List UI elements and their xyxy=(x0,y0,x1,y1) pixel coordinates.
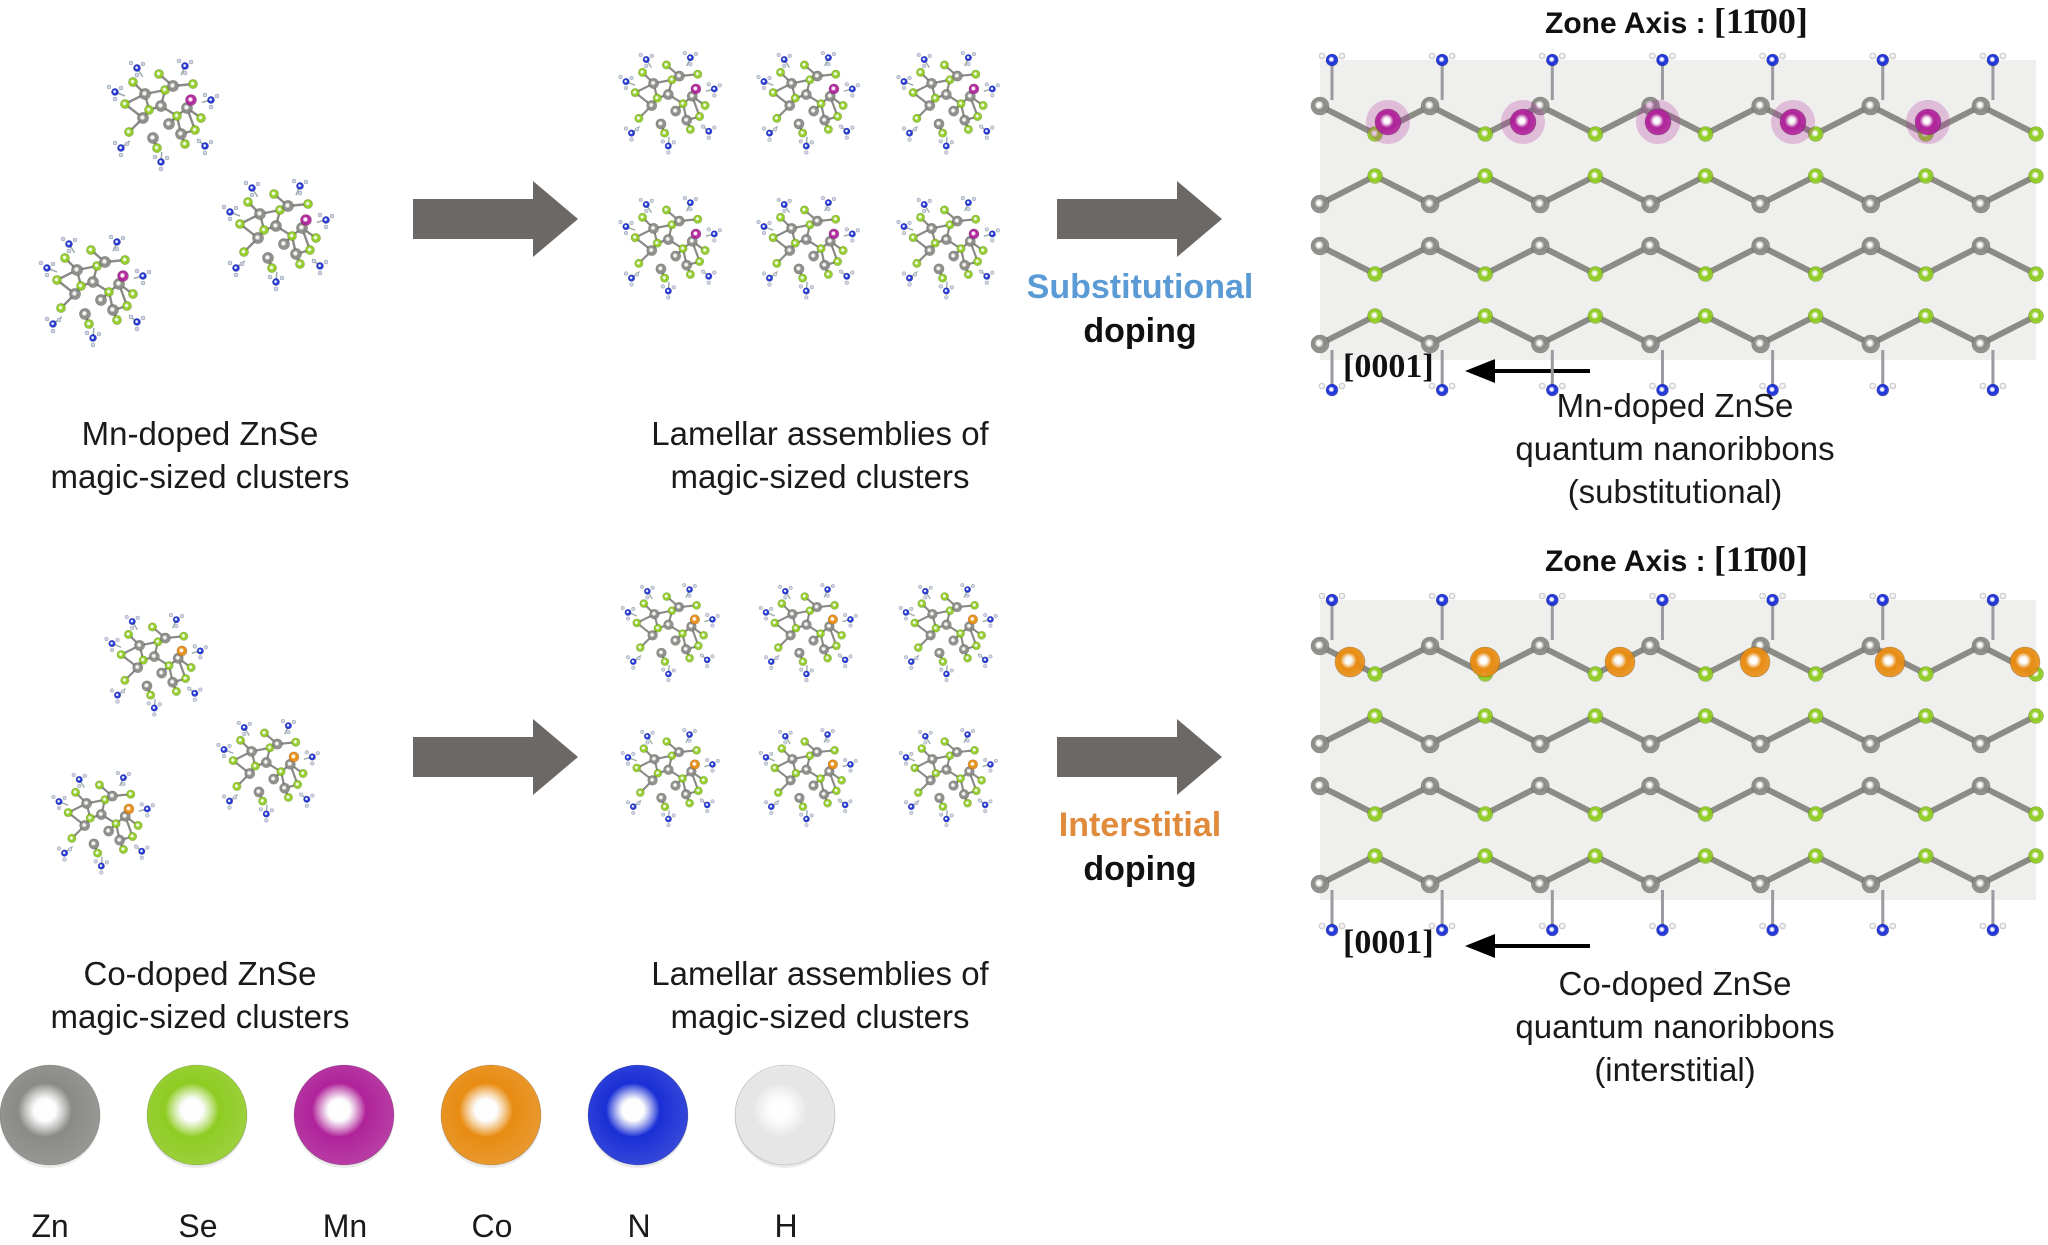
legend-label-co: Co xyxy=(471,1208,513,1244)
direction-arrow-bottom-head xyxy=(1465,934,1495,958)
legend-label-n: N xyxy=(627,1208,651,1244)
co-cluster-2 xyxy=(216,719,320,823)
direction-label-bottom: [0001] xyxy=(1343,924,1434,961)
dopant-co-1 xyxy=(1334,646,1366,678)
co-cluster-1 xyxy=(104,613,208,717)
mn-cluster-3 xyxy=(38,234,152,348)
co-assembly-cluster-2 xyxy=(758,583,858,683)
substitutional-doping-word: doping xyxy=(1083,312,1197,350)
dopant-mn-3 xyxy=(1644,108,1672,136)
zone-axis-bottom: Zone Axis : [11̄00] xyxy=(1545,539,1808,579)
dopant-co-2 xyxy=(1469,646,1501,678)
co-assembly-cluster-4 xyxy=(620,728,720,828)
legend-sphere-n xyxy=(587,1064,689,1166)
co-cluster-3 xyxy=(51,771,155,875)
arrow-top-1 xyxy=(413,181,578,257)
direction-arrow-top-head xyxy=(1465,359,1495,383)
legend-spheres xyxy=(0,1064,836,1168)
mn-assembly-cluster-5 xyxy=(756,196,860,300)
arrow-bottom-1 xyxy=(413,719,578,795)
legend-sphere-zn xyxy=(0,1064,101,1166)
co-assembly-cluster-6 xyxy=(898,728,998,828)
dopant-mn-2 xyxy=(1509,108,1537,136)
mn-assembly-cluster-3 xyxy=(896,51,1000,155)
direction-label-top: [0001] xyxy=(1343,348,1434,385)
mn-assembly-cluster-6 xyxy=(896,196,1000,300)
substitutional-label: Substitutional xyxy=(1026,268,1254,306)
process-arrows xyxy=(413,181,1590,958)
legend-sphere-h xyxy=(734,1064,836,1166)
dopant-co-5 xyxy=(1874,646,1906,678)
co-assembly-cluster-3 xyxy=(898,583,998,683)
legend-label-h: H xyxy=(774,1208,798,1244)
co-assembly-caption: Lamellar assemblies of magic-sized clust… xyxy=(651,955,989,1035)
arrow-top-2 xyxy=(1057,181,1222,257)
dopant-mn-4 xyxy=(1779,108,1807,136)
legend-sphere-co xyxy=(440,1064,542,1166)
legend-sphere-mn xyxy=(293,1064,395,1166)
dopant-co-3 xyxy=(1604,646,1636,678)
zone-axis-top: Zone Axis : [11̄00] xyxy=(1545,1,1808,41)
interstitial-label: Interstitial xyxy=(1058,806,1222,844)
mn-clusters-caption: Mn-doped ZnSe magic-sized clusters xyxy=(50,415,350,495)
co-nanoribbon-caption: Co-doped ZnSe quantum nanoribbons (inter… xyxy=(1515,965,1835,1088)
legend-label-zn: Zn xyxy=(31,1208,69,1244)
mn-cluster-1 xyxy=(106,58,220,172)
mn-nanoribbon-caption: Mn-doped ZnSe quantum nanoribbons (subst… xyxy=(1515,387,1835,510)
arrow-bottom-2 xyxy=(1057,719,1222,795)
dopant-mn-1 xyxy=(1374,108,1402,136)
nanoribbon-substitutional xyxy=(1310,52,2044,397)
mn-assembly-cluster-1 xyxy=(618,51,722,155)
mn-assembly-cluster-2 xyxy=(756,51,860,155)
dopant-mn-5 xyxy=(1914,108,1942,136)
co-clusters-caption: Co-doped ZnSe magic-sized clusters xyxy=(50,955,350,1035)
interstitial-doping-word: doping xyxy=(1083,850,1197,888)
legend-label-se: Se xyxy=(178,1208,218,1244)
co-assembly-cluster-5 xyxy=(758,728,858,828)
mn-cluster-2 xyxy=(221,178,335,292)
mn-assembly-cluster-4 xyxy=(618,196,722,300)
legend-sphere-se xyxy=(146,1064,248,1166)
nanoribbon-interstitial xyxy=(1310,592,2044,937)
mn-assembly-caption: Lamellar assemblies of magic-sized clust… xyxy=(651,415,989,495)
legend-label-mn: Mn xyxy=(322,1208,368,1244)
co-assembly-cluster-1 xyxy=(620,583,720,683)
dopant-co-4 xyxy=(1739,646,1771,678)
dopant-co-6 xyxy=(2009,646,2041,678)
cluster-layer xyxy=(38,51,1000,875)
